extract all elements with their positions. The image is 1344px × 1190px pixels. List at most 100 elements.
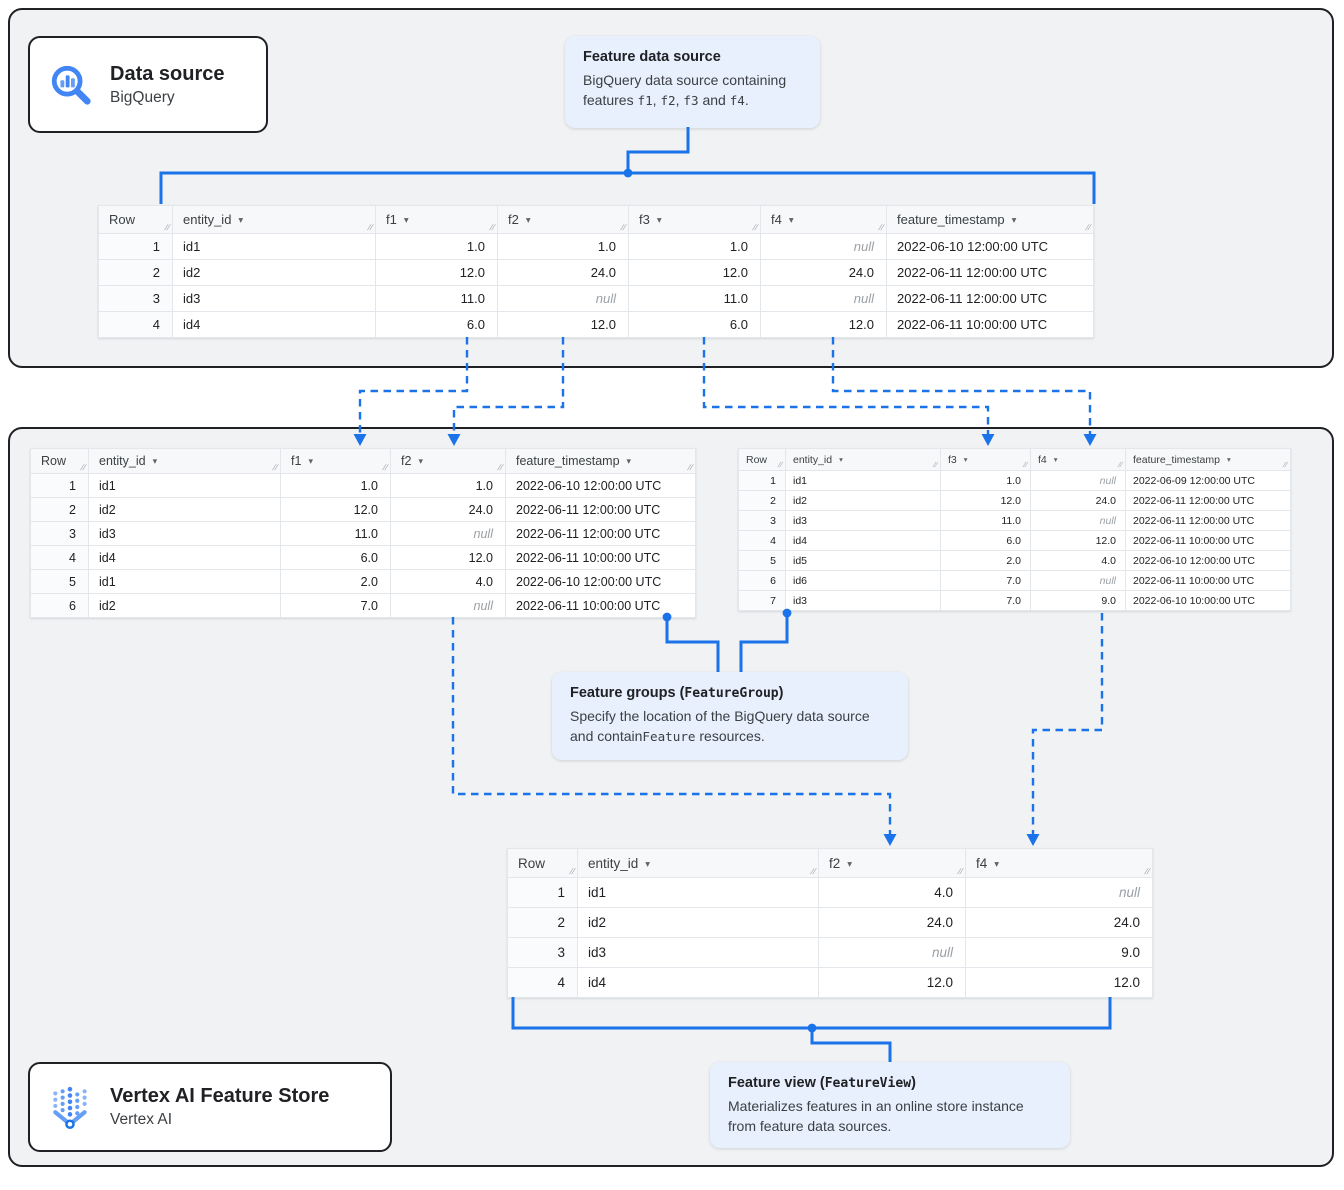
- column-header-Row[interactable]: Row //: [30, 448, 89, 474]
- data-source-badge-text: Data source BigQuery: [110, 63, 225, 107]
- column-header-f2[interactable]: f2▾//: [390, 448, 506, 474]
- sort-arrow-icon: ▾: [152, 456, 158, 466]
- cell: 4.0: [818, 877, 966, 908]
- cell: 24.0: [965, 907, 1153, 938]
- cell: id3: [88, 521, 281, 546]
- callout-body: BigQuery data source containing features…: [583, 72, 787, 108]
- column-resize-grip-icon[interactable]: //: [931, 462, 939, 469]
- header-row: Row//entity_id▾//f2▾//f4▾//: [507, 848, 1153, 878]
- sort-arrow-icon: ▾: [418, 456, 423, 466]
- column-resize-grip-icon[interactable]: //: [1083, 223, 1092, 232]
- column-resize-grip-icon[interactable]: //: [876, 223, 885, 232]
- column-resize-grip-icon[interactable]: //: [776, 462, 784, 469]
- column-header-Row[interactable]: Row//: [738, 448, 786, 471]
- cell: id3: [785, 510, 941, 531]
- column-resize-grip-icon[interactable]: //: [380, 463, 389, 472]
- callout-title: Feature groups (FeatureGroup): [570, 685, 784, 701]
- column-resize-grip-icon[interactable]: //: [567, 867, 576, 876]
- cell: 12.0: [965, 967, 1153, 998]
- column-label: feature_timestamp: [516, 454, 620, 468]
- column-label: f1: [291, 454, 302, 468]
- callout-body: Materializes features in an online store…: [728, 1098, 1024, 1134]
- cell: 6.0: [280, 545, 391, 570]
- column-header-entity_id[interactable]: entity_id▾//: [785, 448, 941, 471]
- column-resize-grip-icon[interactable]: //: [618, 223, 627, 232]
- sort-arrow-icon: ▾: [1011, 215, 1017, 225]
- column-header-f1[interactable]: f1▾//: [280, 448, 391, 474]
- column-resize-grip-icon[interactable]: //: [955, 867, 964, 876]
- sort-arrow-icon: ▾: [1226, 454, 1231, 464]
- column-header-f1[interactable]: f1▾//: [375, 205, 498, 234]
- column-resize-grip-icon[interactable]: //: [1021, 462, 1029, 469]
- cell: 2022-06-11 12:00:00 UTC: [886, 259, 1094, 286]
- cell: 12.0: [390, 545, 506, 570]
- cell: 2022-06-11 10:00:00 UTC: [1125, 570, 1291, 591]
- cell: 1.0: [390, 473, 506, 498]
- cell: 1.0: [375, 233, 498, 260]
- cell: null: [965, 877, 1153, 908]
- cell: 3: [738, 510, 786, 531]
- column-header-feature_timestamp[interactable]: feature_timestamp ▾ //: [1125, 448, 1291, 471]
- column-header-f3[interactable]: f3▾//: [628, 205, 761, 234]
- column-resize-grip-icon[interactable]: //: [1116, 462, 1124, 469]
- column-resize-grip-icon[interactable]: //: [1142, 867, 1151, 876]
- column-header-feature_timestamp[interactable]: feature_timestamp▾//: [886, 205, 1094, 234]
- cell: 2022-06-11 10:00:00 UTC: [505, 545, 696, 570]
- column-label: entity_id: [588, 855, 639, 871]
- cell: 12.0: [940, 490, 1031, 511]
- cell: 2022-06-11 12:00:00 UTC: [505, 521, 696, 546]
- cell: 1: [507, 877, 578, 908]
- column-resize-grip-icon[interactable]: //: [270, 463, 279, 472]
- cell: id4: [172, 311, 376, 338]
- column-header-entity_id[interactable]: entity_id▾//: [88, 448, 281, 474]
- column-resize-grip-icon[interactable]: //: [495, 463, 504, 472]
- column-resize-grip-icon[interactable]: //: [78, 463, 87, 472]
- column-resize-grip-icon[interactable]: //: [487, 223, 496, 232]
- column-header-f4[interactable]: f4▾//: [760, 205, 887, 234]
- column-header-f4[interactable]: f4▾//: [1030, 448, 1126, 471]
- column-header-f4[interactable]: f4▾//: [965, 848, 1153, 878]
- header-row: Row//entity_id▾//f1▾//f2▾//feature_times…: [30, 448, 696, 474]
- column-header-f2[interactable]: f2▾//: [818, 848, 966, 878]
- cell: 2022-06-10 12:00:00 UTC: [1125, 550, 1291, 571]
- column-header-entity_id[interactable]: entity_id▾//: [577, 848, 819, 878]
- column-resize-grip-icon[interactable]: //: [685, 463, 694, 472]
- source-table: Row//entity_id▾//f1▾//f2▾//f3▾//f4▾//fea…: [98, 205, 1094, 338]
- column-label: f2: [508, 212, 519, 227]
- column-label: f4: [976, 855, 988, 871]
- vertex-badge-text: Vertex AI Feature Store Vertex AI: [110, 1085, 329, 1129]
- cell: id6: [785, 570, 941, 591]
- sort-arrow-icon: ▾: [963, 454, 968, 464]
- column-resize-grip-icon[interactable]: //: [365, 223, 374, 232]
- column-header-f3[interactable]: f3▾//: [940, 448, 1031, 471]
- column-header-Row[interactable]: Row //: [98, 205, 173, 234]
- column-resize-grip-icon[interactable]: //: [162, 223, 171, 232]
- cell: 1.0: [497, 233, 629, 260]
- cell: null: [1030, 510, 1126, 531]
- column-resize-grip-icon[interactable]: //: [808, 867, 817, 876]
- sort-arrow-icon: ▾: [847, 858, 853, 870]
- column-header-Row[interactable]: Row//: [507, 848, 578, 878]
- column-label: Row: [41, 454, 67, 468]
- cell: 3: [507, 937, 578, 968]
- badge-subtitle: Vertex AI: [110, 1111, 173, 1128]
- column-resize-grip-icon[interactable]: //: [750, 223, 759, 232]
- cell: 9.0: [965, 937, 1153, 968]
- cell: 2022-06-10 10:00:00 UTC: [1125, 590, 1291, 611]
- column-header-feature_timestamp[interactable]: feature_timestamp▾//: [505, 448, 696, 474]
- cell: 3: [98, 285, 173, 312]
- column-header-entity_id[interactable]: entity_id▾//: [172, 205, 376, 234]
- cell: id4: [577, 967, 819, 998]
- column-label: Row: [109, 212, 136, 227]
- column-header-f2[interactable]: f2▾//: [497, 205, 629, 234]
- column-resize-grip-icon[interactable]: //: [1281, 462, 1289, 469]
- column-label: feature_timestamp: [1133, 453, 1220, 466]
- cell: null: [390, 521, 506, 546]
